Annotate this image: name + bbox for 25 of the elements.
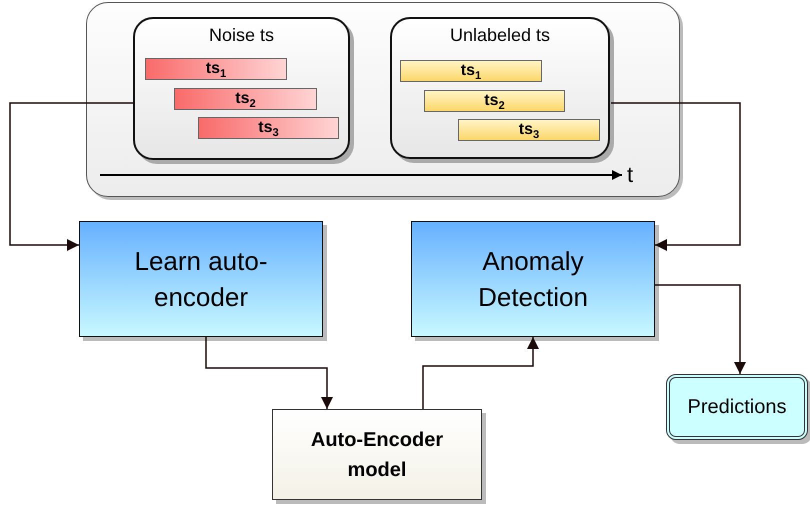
series-label: ts$_{2}$ (234, 89, 257, 109)
panel-background (86, 2, 680, 197)
series-bar (400, 60, 542, 82)
group-title: Noise ts (208, 25, 276, 45)
arrow (422, 337, 539, 409)
output-label: Predictions (686, 397, 788, 417)
group-title: Unlabeled ts (448, 25, 552, 45)
series-bar (145, 58, 287, 80)
series-label: ts$_{3}$ (518, 120, 540, 140)
model-label: Auto-Encoder model (310, 428, 444, 482)
arrow (611, 102, 741, 251)
series-label: ts$_{3}$ (257, 118, 280, 138)
series-bar (424, 90, 565, 112)
series-label: ts$_{2}$ (483, 91, 506, 111)
arrow (205, 337, 333, 409)
process-label: Learn auto-encoder (134, 245, 268, 314)
series-bar (174, 88, 317, 110)
arrow (655, 284, 746, 374)
arrow (9, 102, 134, 251)
series-label: ts$_{1}$ (204, 59, 228, 79)
series-label: ts$_{1}$ (460, 61, 482, 81)
series-bar (458, 119, 600, 141)
series-bar (198, 117, 339, 139)
process-label: Anomaly Detection (477, 245, 589, 314)
axis-label: t (627, 162, 634, 188)
